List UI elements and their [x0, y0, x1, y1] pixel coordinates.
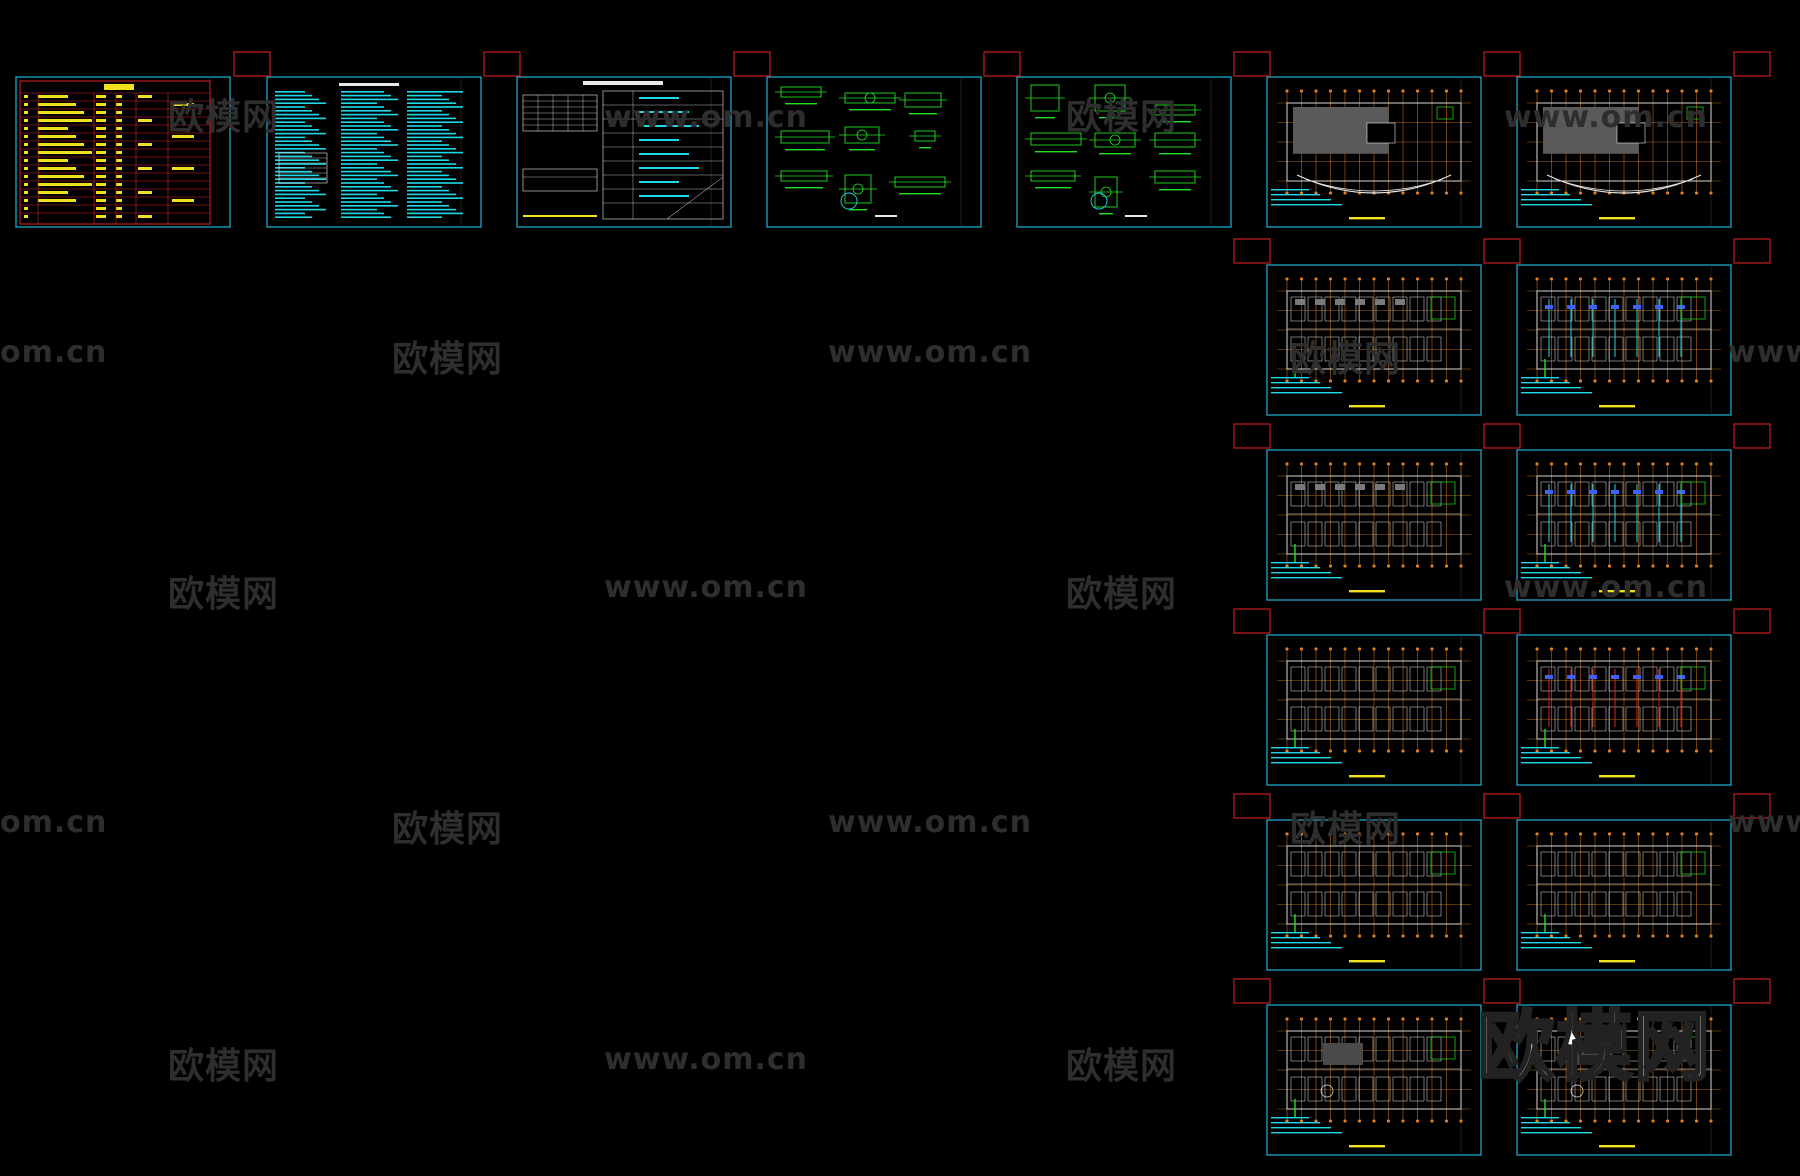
- viewport-tag: [1233, 608, 1271, 634]
- viewport-tag: [1233, 51, 1271, 77]
- floor-plan-sheet[interactable]: [1266, 449, 1482, 601]
- viewport-tag: [483, 51, 521, 77]
- viewport-tag: [1483, 608, 1521, 634]
- viewport-tag: [1233, 238, 1271, 264]
- viewport-tag: [1233, 978, 1271, 1004]
- watermark-url: www.om.cn: [828, 805, 1033, 840]
- viewport-tag: [1733, 793, 1771, 819]
- viewport-tag: [1733, 608, 1771, 634]
- watermark-url: www.om.cn: [1504, 100, 1709, 135]
- floor-plan-sheet[interactable]: [1266, 264, 1482, 416]
- floor-plan-sheet[interactable]: [1516, 449, 1732, 601]
- viewport-tag: [1483, 978, 1521, 1004]
- watermark-url: www.om.cn: [828, 335, 1033, 370]
- watermark-cn: 欧模网: [1290, 809, 1402, 850]
- floor-plan-sheet[interactable]: [1516, 264, 1732, 416]
- viewport-tag: [1483, 423, 1521, 449]
- viewport-tag: [1733, 978, 1771, 1004]
- viewport-tag: [1233, 423, 1271, 449]
- watermark-url: www.om.cn: [604, 1042, 809, 1077]
- viewport-tag: [1233, 793, 1271, 819]
- watermark-cn: 欧模网: [1066, 574, 1178, 615]
- floor-plan-sheet[interactable]: [1516, 76, 1732, 228]
- viewport-tag: [233, 51, 271, 77]
- watermark-cn: 欧模网: [1066, 1046, 1178, 1087]
- viewport-tag: [1733, 238, 1771, 264]
- watermark-url: www.om.cn: [604, 570, 809, 605]
- viewport-tag: [1483, 238, 1521, 264]
- viewport-tag: [733, 51, 771, 77]
- floor-plan-sheet[interactable]: [1266, 634, 1482, 786]
- viewport-tags: [233, 51, 1771, 1004]
- watermark-url-partial-left: www.: [1728, 805, 1800, 840]
- floor-plan-sheet[interactable]: [1266, 76, 1482, 228]
- watermark-url: www.om.cn: [1504, 570, 1709, 605]
- watermark-url-partial: om.cn: [0, 335, 108, 370]
- watermark-cn: 欧模网: [392, 809, 504, 850]
- viewport-tag: [1483, 51, 1521, 77]
- equipment-schedule-sheet[interactable]: [516, 76, 732, 228]
- viewport-tag: [1733, 423, 1771, 449]
- watermark-url: www.om.cn: [604, 100, 809, 135]
- floor-plan-sheet[interactable]: [1266, 819, 1482, 971]
- drawing-sheets: [15, 76, 1732, 1156]
- viewport-tag: [983, 51, 1021, 77]
- floor-plan-sheet[interactable]: [1266, 1004, 1482, 1156]
- detail-drawings-sheet[interactable]: [766, 76, 982, 228]
- detail-drawings-sheet[interactable]: [1016, 76, 1232, 228]
- design-notes-sheet[interactable]: [266, 76, 482, 228]
- drawing-index-sheet[interactable]: [15, 76, 231, 228]
- watermark-cn: 欧模网: [1290, 339, 1402, 380]
- watermark-cn: 欧模网: [168, 97, 280, 138]
- watermark-url-partial: om.cn: [0, 805, 108, 840]
- watermark-cn: 欧模网: [168, 574, 280, 615]
- floor-plan-sheet[interactable]: [1516, 819, 1732, 971]
- watermark-cn: 欧模网: [1066, 97, 1178, 138]
- brand-logo: 欧模网: [1477, 1001, 1712, 1093]
- watermark-url-partial-left: www.: [1728, 335, 1800, 370]
- viewport-tag: [1483, 793, 1521, 819]
- watermark-cn: 欧模网: [392, 339, 504, 380]
- watermark-cn: 欧模网: [168, 1046, 280, 1087]
- floor-plan-sheet[interactable]: [1516, 1004, 1732, 1156]
- viewport-tag: [1733, 51, 1771, 77]
- floor-plan-sheet[interactable]: [1516, 634, 1732, 786]
